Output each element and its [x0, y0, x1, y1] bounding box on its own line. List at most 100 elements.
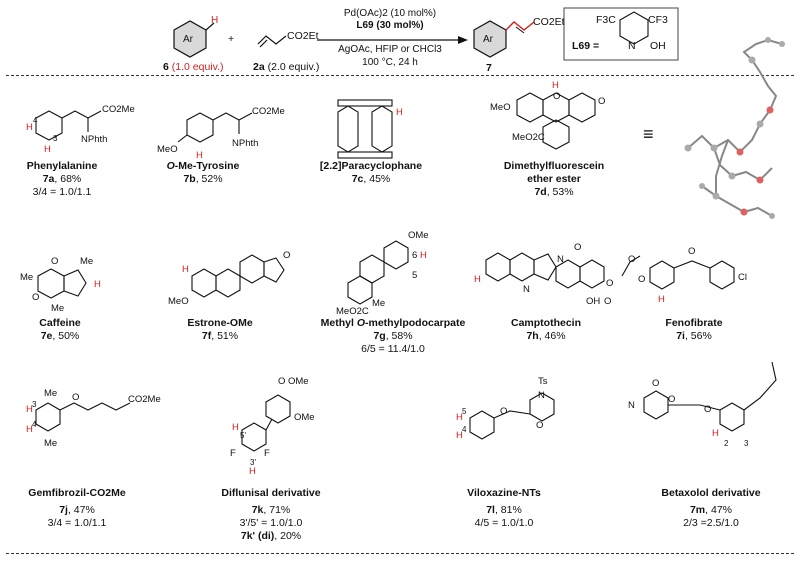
product-ar-label: Ar: [483, 34, 493, 45]
structure-7a: [35, 110, 102, 141]
structure-7f: [191, 254, 285, 298]
compound-ratio-7g: 6/5 = 11.4/1.0: [361, 343, 425, 355]
svg-text:MeO: MeO: [157, 144, 178, 155]
compound-ratio-7a: 3/4 = 1.0/1.1: [32, 186, 92, 198]
svg-text:H: H: [249, 466, 256, 477]
ligand-n: N: [628, 40, 636, 52]
structure-7b: [177, 112, 253, 143]
divider-bottom: [6, 553, 794, 554]
compound-name-7c: [2.2]Paracyclophane: [319, 160, 423, 172]
svg-text:O: O: [704, 404, 711, 415]
svg-text:H: H: [26, 122, 33, 133]
svg-text:Me: Me: [80, 256, 93, 267]
svg-text:3: 3: [53, 134, 58, 143]
svg-text:O: O: [283, 250, 290, 261]
plus-sign: +: [228, 33, 235, 45]
svg-text:CO2Me: CO2Me: [252, 106, 285, 117]
compound-ratio-7l: 4/5 = 1.0/1.0: [474, 517, 534, 529]
compound-extra-7k: 7k' (di), 20%: [240, 530, 302, 542]
svg-text:H: H: [456, 412, 463, 423]
svg-text:O: O: [32, 292, 39, 303]
compound-name-7e: Caffeine: [39, 317, 81, 329]
svg-text:3: 3: [744, 439, 749, 448]
substrate-h-label: H: [211, 15, 219, 26]
compound-yield-7j: 7j, 47%: [59, 504, 95, 516]
svg-text:MeO: MeO: [168, 296, 189, 307]
compound-name-7g: Methyl O-methylpodocarpate: [320, 317, 466, 329]
condition-temp: 100 °C, 24 h: [362, 57, 418, 68]
svg-text:N: N: [557, 254, 564, 265]
compound-ratio-7j: 3/4 = 1.0/1.1: [47, 517, 107, 529]
structure-7h: [485, 252, 605, 289]
svg-text:F: F: [230, 448, 236, 459]
compound-name-7k: Diflunisal derivative: [221, 487, 321, 499]
svg-text:H: H: [658, 294, 665, 305]
svg-text:H: H: [420, 250, 427, 261]
svg-text:O: O: [500, 406, 507, 417]
svg-text:H: H: [396, 107, 403, 118]
svg-text:MeO2C: MeO2C: [336, 306, 369, 317]
svg-text:N: N: [628, 400, 635, 411]
svg-text:O: O: [553, 91, 560, 102]
svg-text:Me: Me: [51, 303, 64, 314]
svg-text:Ts: Ts: [538, 376, 548, 387]
acrylate-icon: [257, 35, 287, 48]
condition-catalyst: Pd(OAc)2 (10 mol%): [343, 8, 437, 19]
divider-top: [6, 75, 794, 76]
structure-7g: [347, 240, 409, 305]
structure-7c: [337, 99, 393, 159]
compound-yield-7i: 7i, 56%: [676, 330, 712, 342]
compound-name-7b: O-Me-Tyrosine: [166, 160, 240, 172]
svg-text:CO2Me: CO2Me: [102, 104, 135, 115]
ligand-pyridine-icon: [619, 11, 649, 45]
svg-text:MeO: MeO: [490, 102, 511, 113]
crystal-structure-image: [684, 37, 785, 219]
svg-text:H: H: [26, 424, 33, 435]
svg-text:OMe: OMe: [288, 376, 309, 387]
compound-yield-7a: 7a, 68%: [42, 173, 82, 185]
svg-text:O: O: [598, 96, 605, 107]
compound-name-7m: Betaxolol derivative: [661, 487, 761, 499]
svg-text:O: O: [51, 256, 58, 267]
compound-yield-7g: 7g, 58%: [373, 330, 413, 342]
svg-text:3: 3: [32, 400, 37, 409]
structure-7k: [241, 394, 291, 452]
svg-text:H: H: [44, 144, 51, 155]
svg-text:H: H: [232, 422, 239, 433]
svg-text:O: O: [606, 278, 613, 289]
condition-additives: AgOAc, HFIP or CHCl3: [338, 44, 442, 55]
condition-ligand: L69 (30 mol%): [356, 20, 424, 31]
svg-text:O: O: [638, 274, 645, 285]
product-ring-icon: [473, 20, 535, 58]
svg-text:Me: Me: [372, 298, 385, 309]
ligand-name: L69 =: [572, 40, 600, 52]
svg-text:O: O: [652, 378, 659, 389]
reagent-label: 2a (2.0 equiv.): [253, 61, 320, 73]
svg-text:NPhth: NPhth: [81, 134, 107, 145]
svg-text:N: N: [538, 390, 545, 401]
svg-text:4: 4: [462, 425, 467, 434]
svg-text:3': 3': [250, 458, 256, 467]
compound-ratio-7k: 3'/5' = 1.0/1.0: [239, 517, 303, 529]
compound-name-7a: Phenylalanine: [26, 160, 98, 172]
compound-name-7h: Camptothecin: [510, 317, 581, 329]
compound-yield-7c: 7c, 45%: [351, 173, 391, 185]
svg-text:O: O: [574, 242, 581, 253]
svg-text:H: H: [712, 428, 719, 439]
svg-text:OMe: OMe: [408, 230, 429, 241]
structure-7e: [37, 268, 87, 299]
svg-text:O: O: [278, 376, 285, 387]
product-label: 7: [486, 62, 492, 74]
structure-7j: [35, 402, 131, 432]
svg-text:6: 6: [412, 250, 417, 261]
compound-name2-7d: ether ester: [527, 173, 581, 185]
product-group: CO2Et: [533, 16, 565, 28]
svg-text:Me: Me: [44, 438, 57, 449]
compound-yield-7f: 7f, 51%: [201, 330, 239, 342]
reagent-group: CO2Et: [287, 30, 319, 42]
ligand-cf3: CF3: [648, 14, 668, 26]
compound-name-7j: Gemfibrozil-CO2Me: [28, 487, 126, 499]
svg-text:NPhth: NPhth: [232, 138, 258, 149]
